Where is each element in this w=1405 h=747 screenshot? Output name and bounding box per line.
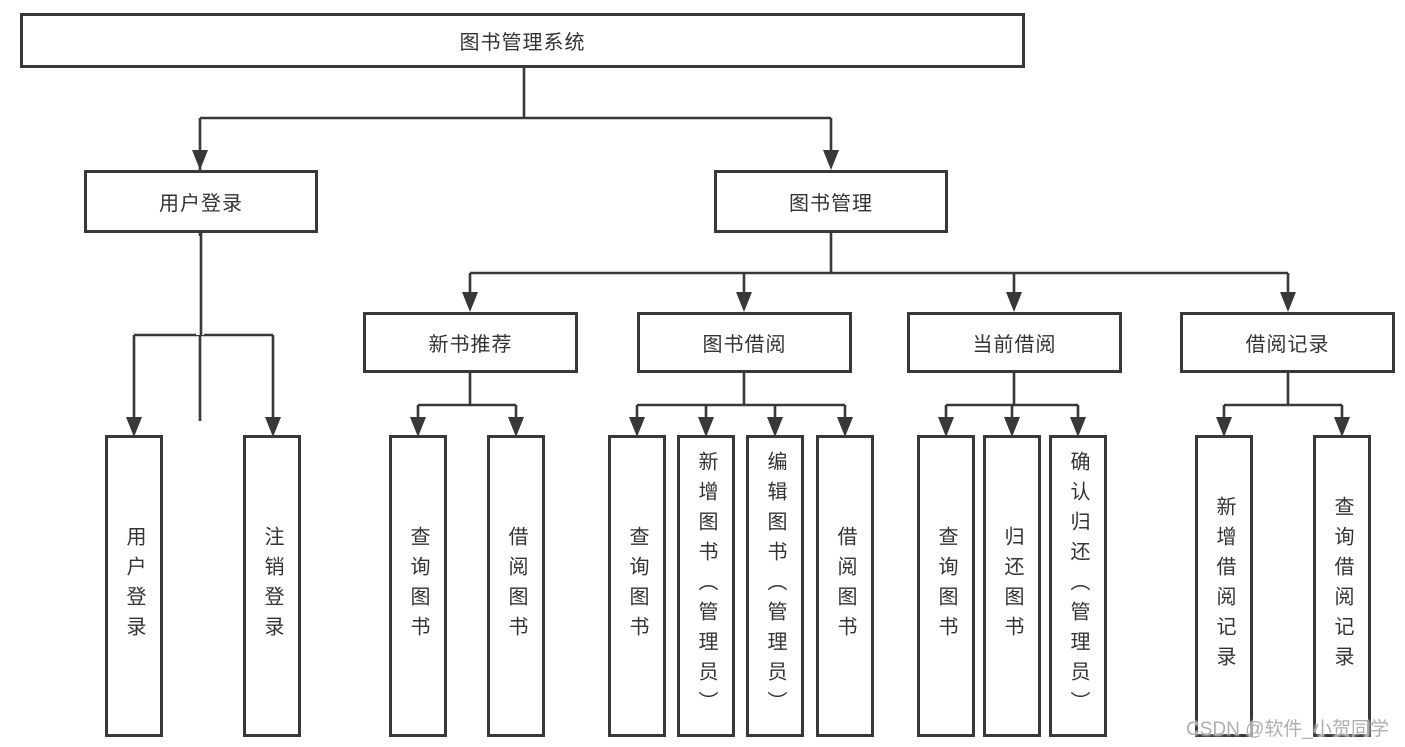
leaf-label: 查询图书 <box>935 526 957 646</box>
leaf-query-books-current: 查询图书 <box>917 435 975 737</box>
node-label: 图书借阅 <box>702 334 787 356</box>
node-label: 借阅记录 <box>1245 334 1330 356</box>
leaf-label: 编辑图书（管理员） <box>764 451 786 721</box>
node-book-borrowing: 图书借阅 <box>637 312 852 373</box>
leaf-label: 新增图书（管理员） <box>695 451 717 721</box>
leaf-return-books: 归还图书 <box>983 435 1041 737</box>
node-label: 图书管理系统 <box>459 32 586 54</box>
csdn-watermark: CSDN @软件_小贺同学 <box>1186 719 1389 740</box>
leaf-query-books-recommendation: 查询图书 <box>389 435 447 737</box>
node-user-login: 用户登录 <box>84 170 318 233</box>
leaf-borrow-books-borrowing: 借阅图书 <box>816 435 874 737</box>
leaf-query-books-borrowing: 查询图书 <box>608 435 666 737</box>
leaf-edit-books-admin: 编辑图书（管理员） <box>746 435 804 737</box>
node-label: 当前借阅 <box>972 334 1057 356</box>
node-library-management-system: 图书管理系统 <box>20 13 1025 68</box>
leaf-label: 注销登录 <box>261 526 283 646</box>
leaf-label: 新增借阅记录 <box>1213 496 1235 676</box>
leaf-confirm-return-admin: 确认归还（管理员） <box>1049 435 1107 737</box>
leaf-label: 查询图书 <box>407 526 429 646</box>
node-book-management: 图书管理 <box>714 170 948 233</box>
node-borrowing-records: 借阅记录 <box>1180 312 1395 373</box>
leaf-add-books-admin: 新增图书（管理员） <box>677 435 735 737</box>
leaf-label: 查询借阅记录 <box>1331 496 1353 676</box>
leaf-label: 借阅图书 <box>505 526 527 646</box>
leaf-label: 用户登录 <box>123 526 145 646</box>
node-label: 用户登录 <box>159 193 243 215</box>
leaf-query-borrow-record: 查询借阅记录 <box>1313 435 1371 737</box>
leaf-label: 查询图书 <box>626 526 648 646</box>
leaf-label: 归还图书 <box>1001 526 1023 646</box>
node-label: 图书管理 <box>789 193 873 215</box>
leaf-label: 借阅图书 <box>834 526 856 646</box>
node-current-borrowing: 当前借阅 <box>907 312 1122 373</box>
node-label: 新书推荐 <box>428 334 513 356</box>
leaf-user-login: 用户登录 <box>105 435 163 737</box>
leaf-add-borrow-record: 新增借阅记录 <box>1195 435 1253 737</box>
leaf-logout: 注销登录 <box>243 435 301 737</box>
node-new-book-recommendation: 新书推荐 <box>363 312 578 373</box>
arrowheads <box>126 150 1350 437</box>
leaf-label: 确认归还（管理员） <box>1067 451 1089 721</box>
leaf-borrow-books-recommendation: 借阅图书 <box>487 435 545 737</box>
